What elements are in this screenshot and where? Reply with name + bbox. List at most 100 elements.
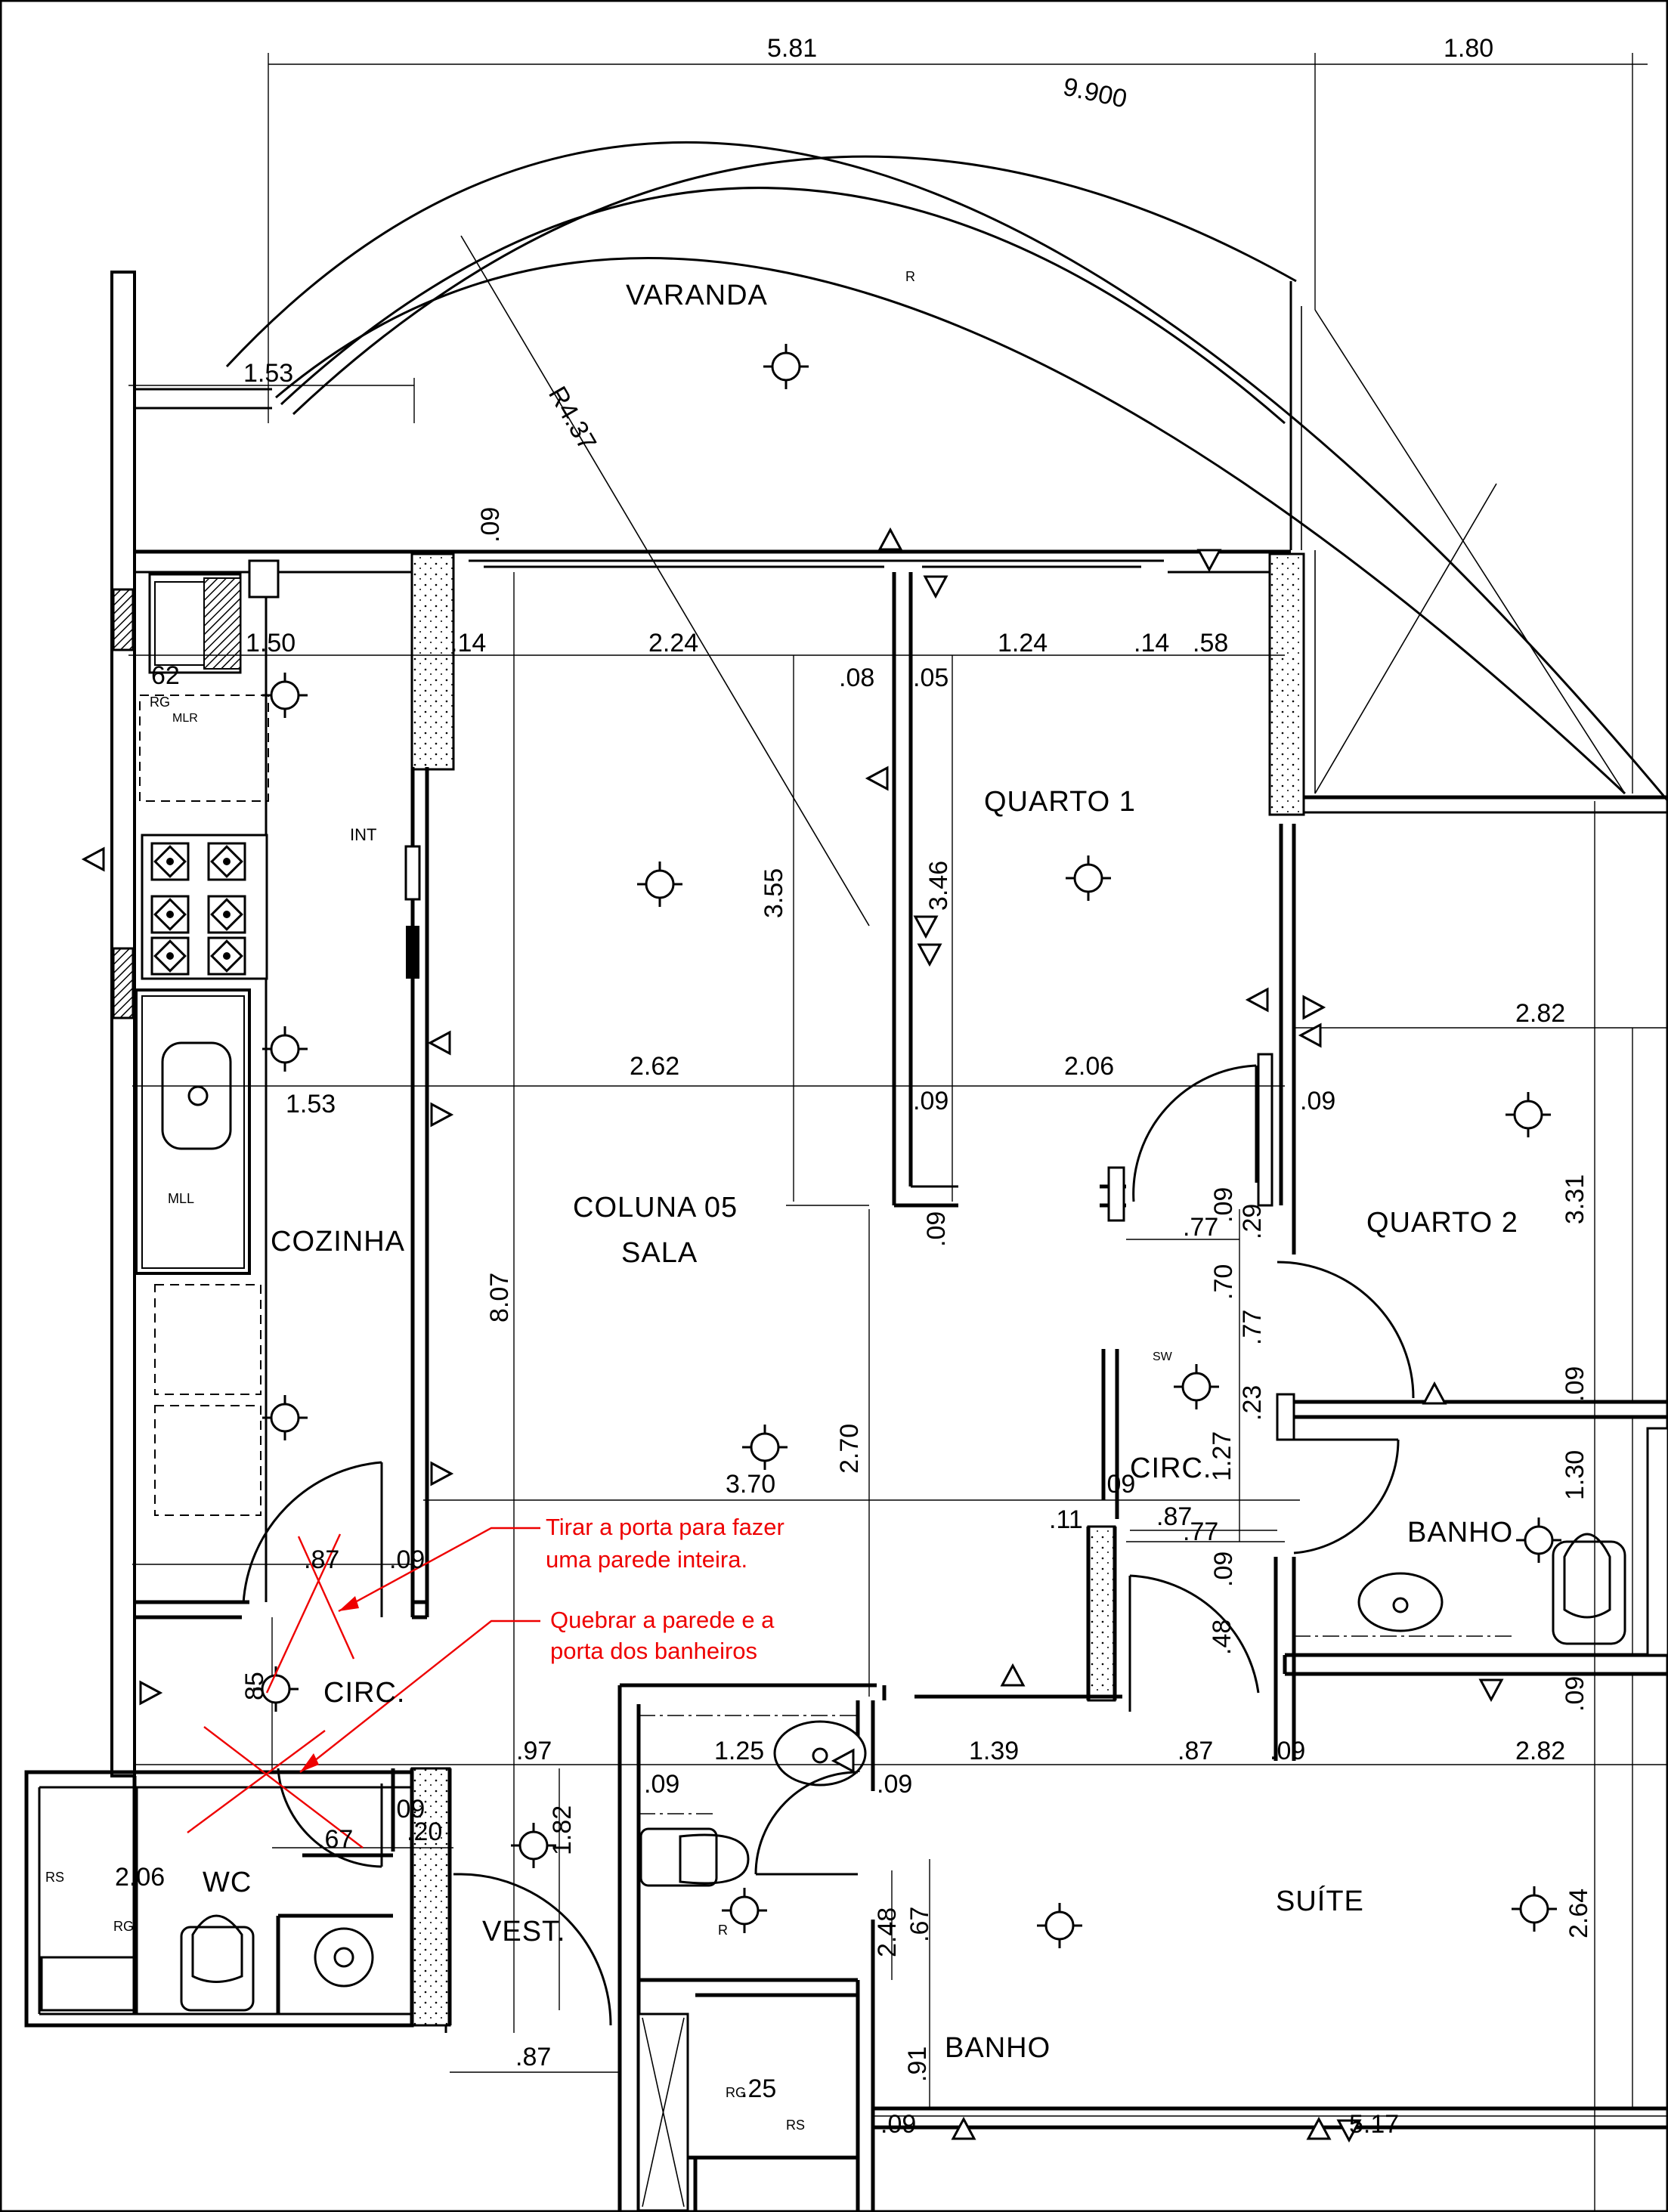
dim-label: 2.62 (630, 1052, 679, 1081)
doors (242, 1064, 1415, 2026)
dim-label: 1.39 (969, 1737, 1019, 1765)
dim-label: 2.82 (1515, 1737, 1565, 1765)
dim-label: .87 (1156, 1502, 1192, 1531)
dim-label: .09 (1209, 1187, 1238, 1223)
dim-label: 5.17 (1349, 2110, 1399, 2139)
annotation-remove-door-line2: uma parede inteira. (546, 1546, 747, 1573)
dim-label: .09 (1561, 1366, 1589, 1402)
dim-label: 85 (240, 1672, 269, 1700)
symbol-tag: MLR (172, 712, 198, 725)
annotation-break-wall-line1: Quebrar a parede e a (550, 1607, 775, 1633)
dim-label: 2.06 (115, 1863, 165, 1892)
dim-label: .09 (476, 507, 505, 543)
room-label-wc: WC (203, 1867, 252, 1898)
dim-label: .14 (450, 629, 486, 657)
symbol-tag: R (905, 269, 915, 284)
dim-label: .67 (905, 1907, 934, 1942)
symbol-tag: RS (786, 2118, 805, 2133)
dim-label: 2.06 (1064, 1052, 1114, 1081)
dim-label: .09 (1300, 1087, 1335, 1115)
dim-label: 3.55 (760, 868, 788, 918)
dim-label: 1.25 (714, 1737, 764, 1765)
dim-label: .91 (903, 2046, 932, 2082)
dim-label: 9.900 (1060, 73, 1129, 114)
room-label-banho-right: BANHO (1407, 1517, 1513, 1548)
dim-label: 1.53 (243, 359, 293, 388)
room-label-banho-bottom: BANHO (945, 2032, 1051, 2064)
dim-label: 3.70 (726, 1470, 775, 1499)
symbol-tag: INT (350, 825, 376, 844)
symbol-tag: RG (150, 695, 170, 710)
dim-label: .20 (407, 1818, 442, 1846)
dim-label: .87 (1178, 1737, 1213, 1765)
symbol-tag: MLL (168, 1191, 194, 1206)
dim-label: .67 (317, 1825, 353, 1854)
dim-label: .09 (877, 1770, 912, 1799)
dim-label: 2.64 (1564, 1889, 1593, 1938)
room-label-varanda: VARANDA (626, 280, 768, 311)
dim-label: .87 (515, 2043, 551, 2071)
annotation-break-wall-line2: porta dos banheiros (550, 1638, 757, 1664)
dim-label: .77 (1183, 1213, 1218, 1242)
balcony-arc (225, 141, 1668, 802)
dim-label: .77 (1183, 1517, 1218, 1546)
dim-label: 2.24 (648, 629, 698, 657)
dim-label: .87 (304, 1545, 339, 1574)
dim-label: 2.48 (873, 1907, 902, 1957)
dim-label: 1.53 (286, 1090, 336, 1118)
symbol-tag: RS (45, 1870, 64, 1885)
dim-label: 1.27 (1208, 1431, 1236, 1481)
dim-label: 62 (151, 661, 180, 690)
annotation-marks (187, 1527, 540, 1848)
annotation-remove-door-line1: Tirar a porta para fazer (546, 1514, 784, 1540)
dim-label: .05 (913, 664, 949, 692)
room-label-sala: SALA (621, 1237, 698, 1269)
dim-label: 5.81 (767, 34, 817, 63)
dimension-lines (128, 53, 1668, 2212)
dim-label: .14 (1134, 629, 1169, 657)
dim-label: .11 (1049, 1505, 1083, 1534)
dim-label: .09 (880, 2110, 916, 2139)
dim-label: .09 (1100, 1470, 1135, 1499)
dim-label: .23 (1238, 1385, 1267, 1421)
room-label-coluna: COLUNA 05 (573, 1192, 738, 1224)
room-label-quarto-2: QUARTO 2 (1366, 1207, 1518, 1239)
dim-label: .25 (741, 2074, 776, 2103)
dim-label: .09 (1561, 1676, 1589, 1712)
dim-label: 1.24 (998, 629, 1048, 657)
symbol-tag: RG (113, 1919, 134, 1934)
dim-label: .77 (1238, 1310, 1267, 1345)
dim-label: .09 (922, 1211, 951, 1247)
dim-label: .09 (644, 1770, 679, 1799)
dim-label: .09 (1209, 1551, 1238, 1587)
room-label-vest: VEST. (482, 1916, 566, 1947)
kitchen-fixtures (135, 559, 280, 1602)
dim-label: 3.31 (1561, 1174, 1589, 1224)
dim-label: .09 (913, 1087, 949, 1115)
dim-label: .09 (1270, 1737, 1305, 1765)
dim-label: .70 (1209, 1264, 1238, 1300)
dim-label: 1.30 (1561, 1450, 1589, 1500)
room-label-circ-left: CIRC. (323, 1677, 405, 1709)
room-label-suite: SUÍTE (1276, 1885, 1364, 1917)
room-label-cozinha: COZINHA (271, 1226, 405, 1258)
dim-label: 1.80 (1444, 34, 1493, 63)
bathroom-fixtures (180, 1533, 1626, 2012)
dim-label: .48 (1208, 1620, 1236, 1655)
dim-label: 2.70 (835, 1424, 864, 1474)
symbol-tags: R RG INT MLL MLR RS RG R RG RS SW (45, 269, 1173, 2133)
dim-label: 2.82 (1515, 999, 1565, 1028)
dim-label: .08 (839, 664, 874, 692)
symbol-tag: R (718, 1923, 728, 1938)
radius-line (460, 235, 870, 927)
dim-label: 3.46 (924, 861, 953, 911)
dim-label: .29 (1238, 1204, 1267, 1239)
symbol-tag: RG (726, 2085, 746, 2100)
dim-label: .97 (516, 1737, 552, 1765)
dim-label: 1.82 (548, 1805, 577, 1855)
room-label-quarto-1: QUARTO 1 (984, 786, 1136, 818)
dim-label: 8.07 (485, 1273, 514, 1323)
dim-label: .09 (389, 1545, 425, 1574)
